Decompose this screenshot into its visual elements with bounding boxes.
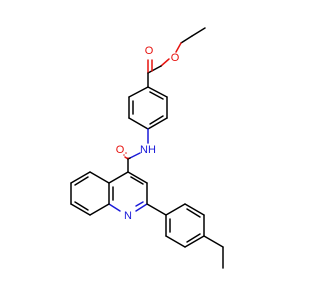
- amide-linker: NH O: [116, 128, 156, 173]
- ring-c-bond: [184, 203, 205, 216]
- ring-q-bond: [127, 171, 148, 184]
- bond-quinoline-to-phenyl: [146, 203, 167, 216]
- ester-carbonyl-oxygen-label: O: [145, 45, 154, 57]
- ring-c-bond: [165, 203, 186, 216]
- ring-c-bond: [184, 235, 205, 248]
- ring-q-bond-to-n: [135, 203, 148, 212]
- bond-nh-to-carbonyl-c: [129, 152, 141, 159]
- bond-o-carbonyl-carbon: [160, 58, 170, 67]
- ring-c-inner-double: [186, 208, 201, 218]
- ring-b-bond: [70, 171, 91, 184]
- ring-b-bond: [89, 203, 110, 216]
- amide-nh-label: NH: [140, 144, 156, 156]
- ring-b-inner-double: [74, 201, 89, 211]
- bond-ethyl-ch2-o: [180, 35, 193, 44]
- ring-q-inner-double-n: [135, 201, 144, 207]
- ethyl-ester-group: O O: [145, 27, 206, 88]
- ring-a-bond: [128, 86, 149, 98]
- quinoline-pyridine-ring: N: [108, 171, 148, 222]
- quinoline-benzo-ring: [70, 171, 110, 216]
- benzoate-ring: [128, 86, 168, 130]
- bond-ethyl-o-segment: [175, 42, 182, 53]
- ring-q-bond: [108, 171, 129, 184]
- ring-a-bond: [147, 86, 168, 98]
- bond-phenyl-to-ethyl-ch2: [203, 235, 224, 248]
- ring-a-bond: [128, 117, 149, 130]
- bond-ethyl-ch3-ch2: [191, 27, 206, 37]
- ester-ether-oxygen-label: O: [171, 52, 180, 64]
- ring-q-inner-double: [130, 176, 144, 185]
- ethylphenyl-ring: [146, 203, 224, 269]
- ring-q-bond-from-n: [108, 203, 121, 212]
- quinoline-nitrogen-label: N: [124, 210, 132, 222]
- ring-a-bond: [147, 117, 168, 130]
- chemical-structure-diagram: O O NH O N: [70, 27, 224, 269]
- amide-carbonyl-oxygen-label: O: [116, 144, 125, 156]
- ring-a-inner-double: [149, 91, 164, 100]
- ring-a-inner-double: [149, 115, 164, 125]
- ring-c-inner-double: [186, 233, 201, 243]
- ring-b-inner-double: [74, 176, 89, 186]
- ring-b-bond: [89, 171, 110, 184]
- ring-c-bond: [165, 235, 186, 248]
- bond-carbonyl-carbon-o-link: [147, 65, 162, 74]
- ring-b-bond: [70, 203, 91, 216]
